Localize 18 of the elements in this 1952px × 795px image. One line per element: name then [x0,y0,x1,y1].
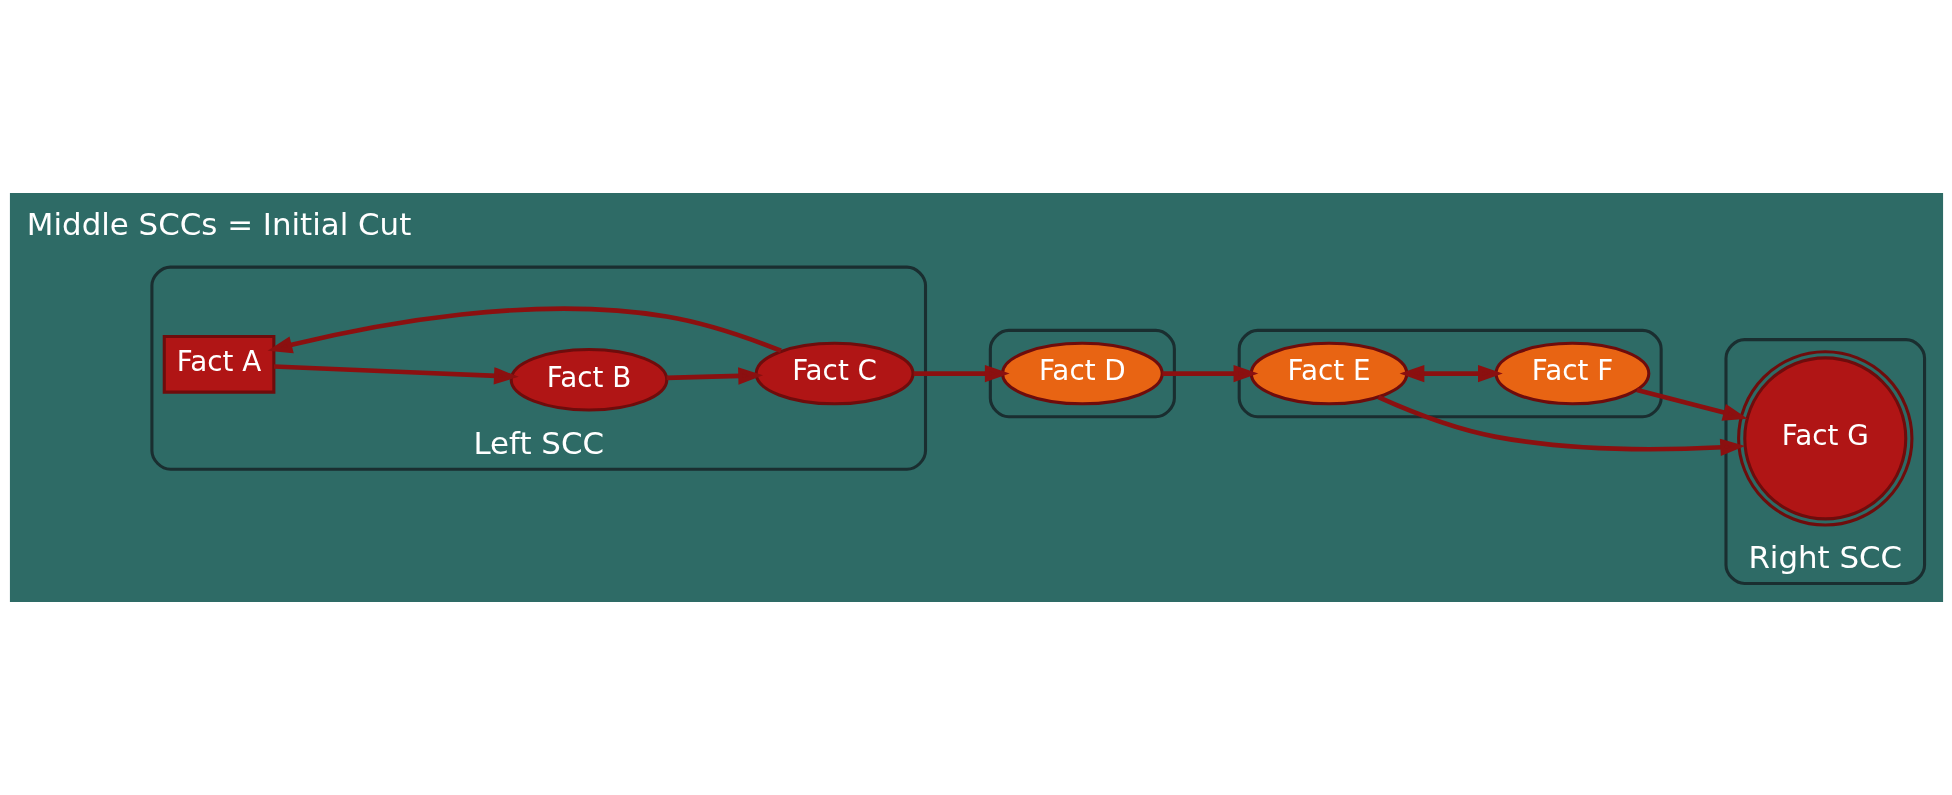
node-ellipse: Fact D [1000,341,1164,406]
arrow [267,306,782,354]
node-ellipse: Fact B [509,347,668,412]
arrow [1399,364,1503,383]
arrow [1377,395,1745,456]
node-box: Fact A [162,335,275,394]
arrow [1161,364,1258,383]
label: Middle SCCs = Initial Cut [26,205,411,242]
arrow [666,367,763,385]
node-ellipse: Fact F [1494,341,1650,406]
arrow [273,364,519,385]
node-circle: Fact G [1736,350,1913,527]
cluster [988,328,1176,419]
node-ellipse: Fact C [754,341,915,406]
arrow [913,364,1010,383]
cluster [1237,328,1663,419]
node-ellipse: Fact E [1249,341,1408,406]
arrow [1635,387,1748,421]
